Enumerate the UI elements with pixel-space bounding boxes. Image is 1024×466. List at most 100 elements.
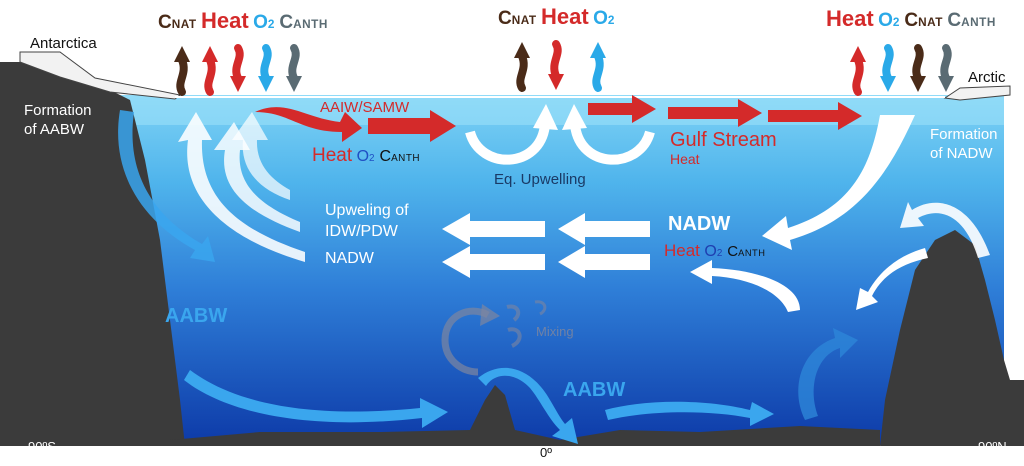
mixing-swirl-small-2 [507, 327, 522, 348]
heat-label-right: Heat [826, 6, 874, 31]
heat-label-left: Heat [201, 8, 249, 33]
c-anth-down-head-right [938, 76, 954, 92]
formation-aabw-line1: Formation [24, 102, 92, 119]
c-nat-up-head-mid [514, 42, 530, 58]
flux-arrows-left [174, 44, 302, 96]
upwelling-label-line1: Upweling of [325, 202, 409, 219]
c-nat-up-head-left [174, 46, 190, 62]
nadw-return-arrow-2 [442, 246, 545, 278]
upwelling-label-line2: IDW/PDW [325, 223, 398, 240]
gulf-stream-arrow-3 [768, 102, 862, 130]
formation-aabw-line2: of AABW [24, 121, 85, 138]
o2-label-aaiw: O2 [356, 148, 376, 165]
nadw-label: NADW [668, 213, 731, 235]
o2-down-head-right [880, 76, 896, 92]
aaiw-samw-arrow [255, 107, 362, 142]
o2-label-right: O2 [878, 10, 900, 31]
heat-up-arrow-left [204, 56, 216, 96]
heat-down-head-left [230, 76, 246, 92]
mixing-swirl-large-head [480, 304, 500, 326]
o2-label-left: O2 [253, 12, 275, 33]
mixing-swirl-small-3 [534, 300, 547, 316]
o2-label-nadw: O2 [704, 243, 723, 260]
surface-flux-labels-aaiw: Heat O2 CANTH [312, 146, 420, 165]
c-nat-down-head-right [910, 76, 926, 92]
aabw-formation-flow [118, 110, 215, 262]
flux-labels-right: Heat O2 CNAT CANTH [826, 6, 996, 31]
c-anth-label-left: CANTH [279, 12, 328, 33]
arctic-downward-flow [856, 248, 928, 310]
mixing-swirl-large [441, 307, 490, 376]
arctic-return-flow [900, 202, 990, 258]
arctic-label: Arctic [968, 69, 1006, 86]
aaiw-samw-label: AAIW/SAMW [320, 99, 410, 116]
c-nat-down-arrow-right [912, 44, 924, 82]
c-anth-down-head-left [286, 76, 302, 92]
aabw-bottom-flow-2 [478, 367, 578, 444]
aabw-bottom-flow-1 [184, 370, 448, 428]
c-anth-label-aaiw: CANTH [379, 148, 421, 165]
heat-up-arrow-right [852, 56, 864, 96]
heat-down-head-mid [548, 74, 564, 90]
mixing-label: Mixing [536, 324, 574, 339]
aabw-bottom-flow-3 [605, 401, 774, 426]
gulf-stream-arrow-1 [588, 95, 656, 123]
aabw-label-bottom: AABW [563, 379, 626, 401]
upwelling-label-line3: NADW [325, 250, 374, 267]
flux-labels-middle: CNAT Heat O2 [498, 6, 615, 29]
upwelling-white-flow-1 [178, 112, 305, 262]
aaiw-samw-straight-arrow [368, 110, 456, 142]
nadw-flux-labels: Heat O2 CANTH [664, 242, 765, 260]
arctic-ridge [880, 95, 1024, 446]
c-nat-up-arrow-left [176, 56, 188, 96]
c-anth-down-arrow-right [940, 44, 952, 82]
gulf-stream-arrow-2 [668, 99, 762, 127]
arctic-ice-shelf [943, 85, 1011, 101]
nadw-return-arrow-1 [442, 213, 545, 245]
eq-upwelling-loop-right [570, 124, 655, 165]
antarctica-landmass [0, 62, 185, 446]
flux-arrows-middle [514, 40, 606, 92]
o2-down-arrow-right [882, 44, 894, 82]
nadw-deep-flow [690, 260, 800, 312]
formation-nadw-line2: of NADW [930, 145, 993, 162]
c-anth-label-nadw: CANTH [727, 243, 766, 260]
latitude-0: 0º [540, 445, 552, 460]
o2-down-head-left [258, 76, 274, 92]
gulf-stream-heat-label: Heat [670, 151, 700, 167]
flux-arrows-right [850, 44, 954, 96]
eq-upwelling-loop-left [465, 124, 550, 165]
heat-down-arrow-mid [550, 40, 562, 80]
c-anth-down-arrow-left [288, 44, 300, 82]
latitude-90s: 90ºS [28, 439, 56, 454]
mixing-swirl-small-1 [506, 304, 521, 322]
antarctic-ice-shelf [19, 51, 182, 100]
o2-down-arrow-left [260, 44, 272, 82]
flux-labels-left: CNAT Heat O2 CANTH [158, 8, 328, 33]
c-nat-label-left: CNAT [158, 12, 197, 33]
c-anth-label-right: CANTH [947, 10, 996, 31]
o2-up-head-mid [590, 42, 606, 58]
c-nat-up-arrow-mid [516, 52, 528, 92]
heat-label-nadw: Heat [664, 241, 700, 260]
heat-down-arrow-left [232, 44, 244, 82]
heat-up-head-left [202, 46, 218, 62]
upwelling-white-flow-3 [232, 112, 290, 200]
antarctica-label: Antarctica [30, 35, 97, 52]
c-nat-label-right: CNAT [904, 10, 943, 31]
aabw-label-left: AABW [165, 305, 228, 327]
o2-up-arrow-mid [592, 52, 604, 92]
upwelling-white-flow-2 [214, 122, 300, 232]
seafloor [170, 385, 880, 446]
aabw-upward-flow-right [798, 328, 858, 420]
heat-up-head-right [850, 46, 866, 62]
gulf-stream-label: Gulf Stream [670, 129, 777, 151]
heat-label-aaiw: Heat [312, 145, 353, 166]
eq-upwelling-head-left [533, 104, 558, 130]
ocean-surface-band [20, 95, 1004, 125]
nadw-formation-flow [762, 115, 915, 250]
c-nat-label-mid: CNAT [498, 8, 537, 29]
formation-nadw-line1: Formation [930, 126, 998, 143]
